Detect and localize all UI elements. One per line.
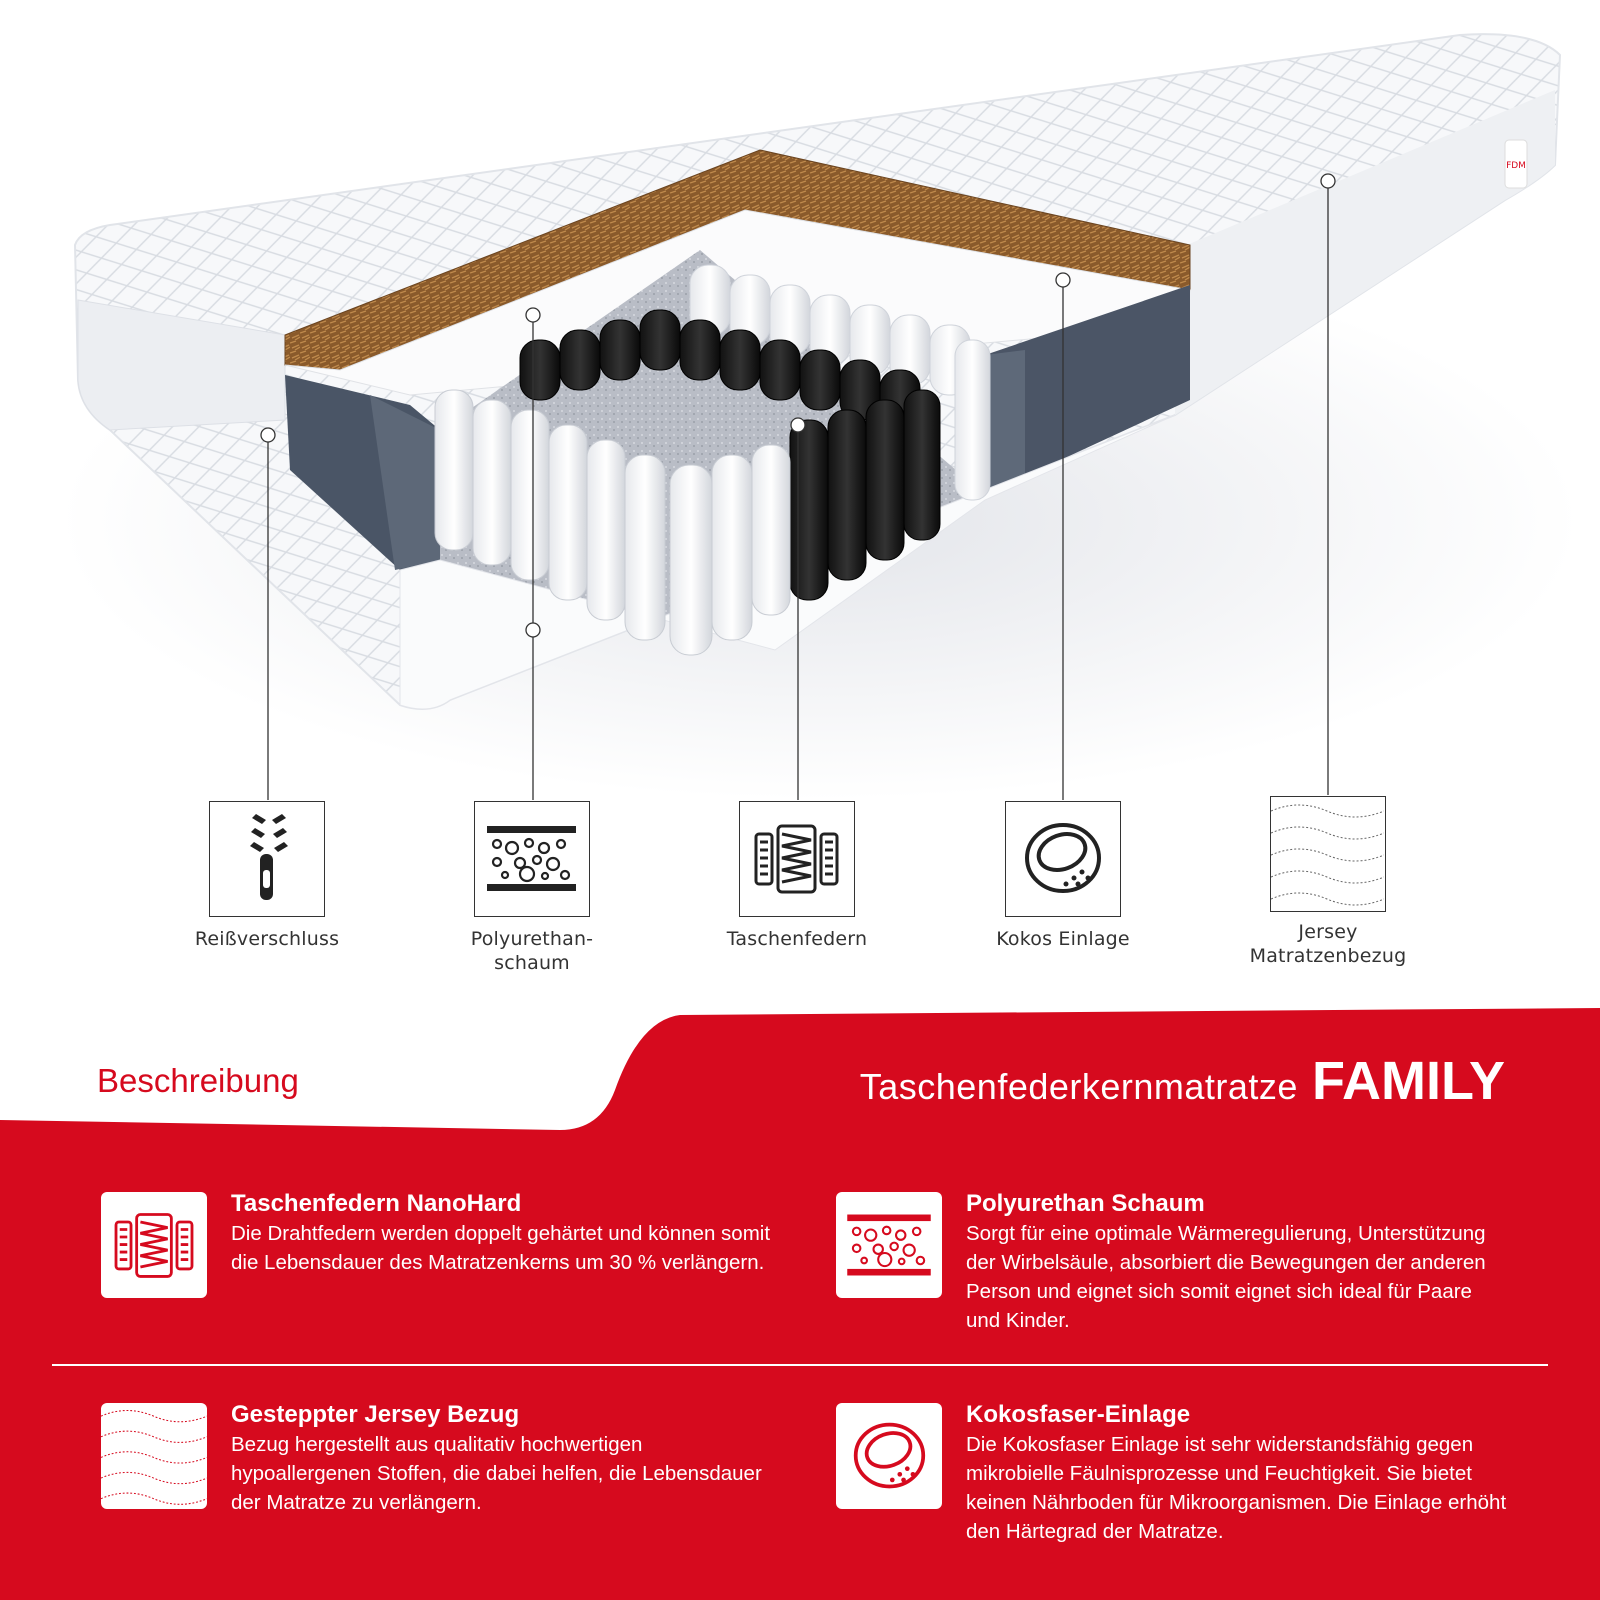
svg-text:FDM: FDM [1506, 161, 1526, 171]
feature-text: Die Drahtfedern werden doppelt gehärtet … [231, 1222, 771, 1274]
feature-polyurethane-foam: Polyurethan Schaum Sorgt für eine optima… [966, 1189, 1506, 1335]
mattress-cutaway-illustration: FDM [60, 33, 1580, 800]
layer-label-coconut: Kokos Einlage [996, 928, 1130, 950]
product-title: Taschenfederkernmatratze FAMILY [860, 1050, 1505, 1112]
feature-divider [52, 1364, 1548, 1366]
foam-icon [836, 1192, 942, 1298]
pocket-spring-icon [739, 801, 855, 917]
feature-pocket-springs: Taschenfedern NanoHard Die Drahtfedern w… [231, 1189, 771, 1277]
layer-label-zipper: Reißverschluss [194, 928, 340, 950]
section-title: Beschreibung [97, 1062, 299, 1099]
feature-text: Die Kokosfaser Einlage ist sehr widersta… [966, 1433, 1507, 1543]
layer-label-springs: Taschenfedern [726, 928, 868, 950]
zipper-icon [209, 801, 325, 917]
feature-jersey-cover: Gesteppter Jersey Bezug Bezug hergestell… [231, 1400, 771, 1517]
quilted-cover-icon [100, 1403, 208, 1509]
coconut-icon [1005, 801, 1121, 917]
pocket-spring-icon [101, 1192, 207, 1298]
product-name: FAMILY [1311, 1051, 1505, 1111]
feature-title: Taschenfedern NanoHard [231, 1190, 522, 1217]
coconut-icon [836, 1403, 942, 1509]
feature-coconut-fiber: Kokosfaser-Einlage Die Kokosfaser Einlag… [966, 1400, 1526, 1546]
feature-text: Bezug hergestellt aus qualitativ hochwer… [231, 1433, 762, 1514]
foam-icon [474, 801, 590, 917]
layer-label-jersey: Jersey Matratzenbezug [1249, 921, 1407, 967]
description-background [0, 1008, 1600, 1600]
feature-title: Gesteppter Jersey Bezug [231, 1401, 520, 1428]
quilted-cover-icon [1270, 796, 1386, 912]
feature-title: Kokosfaser-Einlage [966, 1401, 1191, 1428]
product-type: Taschenfederkernmatratze [859, 1066, 1298, 1107]
feature-title: Polyurethan Schaum [966, 1190, 1205, 1217]
layer-label-foam: Polyurethan- schaum [470, 928, 594, 974]
feature-text: Sorgt für eine optimale Wärmeregulierung… [966, 1222, 1486, 1332]
